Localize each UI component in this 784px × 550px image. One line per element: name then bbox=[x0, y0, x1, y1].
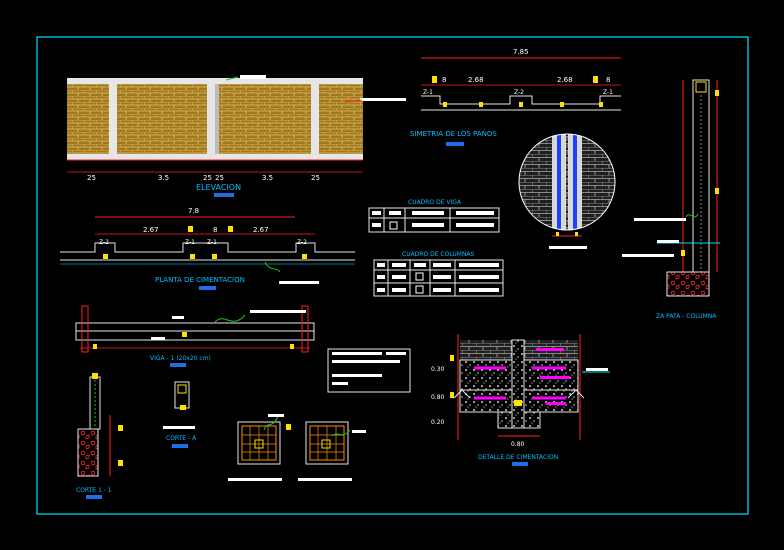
svg-text:2.68: 2.68 bbox=[468, 76, 484, 84]
svg-text:8: 8 bbox=[442, 76, 446, 84]
svg-text:Z-2: Z-2 bbox=[99, 239, 109, 246]
corte-1-1-view: CORTE 1 - 1 bbox=[76, 373, 123, 499]
detalle-title: DETALLE DE CIMENTACION bbox=[478, 454, 558, 461]
svg-text:Z-1: Z-1 bbox=[185, 239, 195, 246]
svg-text:7.8: 7.8 bbox=[188, 207, 199, 215]
planta-cimentacion-view: 7.8 2.67 8 2.67 Z-2 Z-1 Z-1 Z-2 PLANTA D… bbox=[60, 207, 355, 290]
svg-text:8: 8 bbox=[213, 226, 217, 234]
zapata-title: ZA PATA - COLUMNA bbox=[656, 313, 717, 320]
svg-text:8: 8 bbox=[606, 76, 610, 84]
elevation-view: 25 3.5 25 25 3.5 25 ELEVACION bbox=[67, 75, 406, 197]
svg-text:0.80: 0.80 bbox=[511, 441, 525, 448]
svg-text:Z-1: Z-1 bbox=[423, 89, 433, 96]
elevation-title: ELEVACION bbox=[196, 183, 241, 192]
plan-detail-right bbox=[298, 421, 366, 481]
sheet-frame bbox=[36, 36, 749, 515]
svg-text:25: 25 bbox=[203, 174, 212, 182]
elevation-dims: 25 3.5 25 25 3.5 25 bbox=[87, 174, 320, 182]
svg-text:7.85: 7.85 bbox=[513, 48, 529, 56]
svg-text:0.30: 0.30 bbox=[431, 366, 445, 373]
svg-text:Z-2: Z-2 bbox=[514, 89, 524, 96]
svg-text:25: 25 bbox=[311, 174, 320, 182]
cuadro-viga-table: CUADRO DE VIGA bbox=[368, 199, 500, 233]
simetria-view: 7.85 2.68 2.68 8 8 Z-1 Z-2 Z-1 SIMETRIA … bbox=[410, 48, 621, 146]
circle-detail bbox=[518, 133, 616, 249]
corte-1-title: CORTE 1 - 1 bbox=[76, 487, 112, 494]
svg-text:Z-1: Z-1 bbox=[207, 239, 217, 246]
viga-view: VIGA - 1 (20x20 cm) bbox=[75, 305, 315, 367]
svg-text:2.67: 2.67 bbox=[253, 226, 269, 234]
zapata-columna-view: ZA PATA - COLUMNA bbox=[622, 79, 720, 320]
svg-text:3.5: 3.5 bbox=[158, 174, 169, 182]
simetria-title: SIMETRIA DE LOS PAÑOS bbox=[410, 129, 497, 138]
svg-text:0.80: 0.80 bbox=[431, 394, 445, 401]
viga-title: VIGA - 1 (20x20 cm) bbox=[150, 355, 211, 362]
svg-text:2.67: 2.67 bbox=[143, 226, 159, 234]
plan-detail-left bbox=[228, 414, 291, 481]
svg-text:Z-2: Z-2 bbox=[297, 239, 307, 246]
corte-a-view: CORTE - A bbox=[163, 381, 197, 448]
planta-title: PLANTA DE CIMENTACION bbox=[155, 276, 245, 284]
svg-text:3.5: 3.5 bbox=[262, 174, 273, 182]
cuadro-columnas-table: CUADRO DE COLUMNAS bbox=[373, 251, 504, 297]
detalle-cimentacion-view: 0.30 0.80 0.20 0.80 DETALLE DE CIMENTACI… bbox=[431, 334, 610, 466]
svg-text:0.20: 0.20 bbox=[431, 419, 445, 426]
svg-text:2.68: 2.68 bbox=[557, 76, 573, 84]
notes-box bbox=[327, 348, 411, 393]
svg-text:Z-1: Z-1 bbox=[603, 89, 613, 96]
corte-a-title: CORTE - A bbox=[166, 435, 197, 442]
svg-text:CUADRO DE COLUMNAS: CUADRO DE COLUMNAS bbox=[402, 251, 475, 258]
svg-text:25: 25 bbox=[215, 174, 224, 182]
svg-text:25: 25 bbox=[87, 174, 96, 182]
svg-text:CUADRO DE VIGA: CUADRO DE VIGA bbox=[408, 199, 462, 206]
